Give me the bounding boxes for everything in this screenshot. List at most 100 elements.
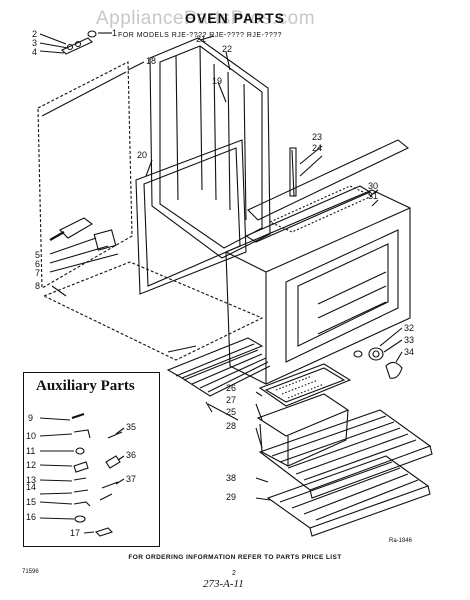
callout-31: 31 xyxy=(368,191,378,201)
callout-14: 14 xyxy=(26,482,36,492)
leader-line xyxy=(115,478,125,485)
callout-11: 11 xyxy=(26,446,35,456)
leader-line xyxy=(39,33,67,45)
callout-30: 30 xyxy=(368,181,378,191)
callout-26: 26 xyxy=(226,383,236,393)
callout-20: 20 xyxy=(137,150,147,160)
leader-line xyxy=(39,517,75,520)
callout-4: 4 xyxy=(32,47,37,57)
leader-line xyxy=(199,35,215,41)
leader-line xyxy=(39,50,65,54)
leader-line xyxy=(49,237,97,255)
leader-line xyxy=(83,531,95,534)
leader-line xyxy=(371,199,379,207)
clip-part xyxy=(87,30,97,38)
leader-line xyxy=(39,464,73,467)
callout-36: 36 xyxy=(126,450,136,460)
callout-13: 13 xyxy=(26,475,36,485)
leader-line xyxy=(39,479,73,482)
callout-6: 6 xyxy=(35,259,40,269)
leader-line xyxy=(255,403,263,421)
callout-18: 18 xyxy=(146,56,156,66)
handwritten-note: 273-A-11 xyxy=(203,578,244,590)
leader-line xyxy=(369,189,379,197)
auxiliary-parts-title: Auxiliary Parts xyxy=(36,378,135,394)
oven-top-plate xyxy=(244,185,372,243)
page-number: 2 xyxy=(232,570,236,577)
callout-23: 23 xyxy=(312,132,322,142)
callout-24: 24 xyxy=(312,143,322,153)
callout-15: 15 xyxy=(26,497,36,507)
callout-labels: 1 2 3 4 5 6 7 8 9 10 11 12 13 14 15 16 1… xyxy=(26,28,414,538)
callout-33: 33 xyxy=(404,335,414,345)
bake-element xyxy=(166,337,271,397)
leader-line xyxy=(115,427,125,435)
callout-17: 17 xyxy=(70,528,80,538)
callout-35: 35 xyxy=(126,422,136,432)
callout-5: 5 xyxy=(35,250,40,260)
leader-line xyxy=(255,497,271,501)
callout-37: 37 xyxy=(126,474,136,484)
callout-16: 16 xyxy=(26,512,36,522)
oven-frame xyxy=(149,35,271,259)
terminal-block xyxy=(49,217,119,273)
leader-line xyxy=(299,155,323,177)
leader-line xyxy=(255,477,269,483)
leader-line xyxy=(39,501,73,505)
callout-1: 1 xyxy=(112,28,117,38)
leader-line xyxy=(117,455,125,461)
leader-line xyxy=(225,51,231,71)
broiler-pan xyxy=(255,363,352,467)
callout-10: 10 xyxy=(26,431,36,441)
back-panel xyxy=(37,61,145,289)
callout-27: 27 xyxy=(226,395,236,405)
lower-rack xyxy=(255,455,431,537)
screw-head xyxy=(74,40,82,48)
leader-line xyxy=(207,403,239,421)
leader-line xyxy=(39,42,69,49)
callout-9: 9 xyxy=(28,413,33,423)
ordering-footer: FOR ORDERING INFORMATION REFER TO PARTS … xyxy=(128,554,342,561)
leader-line xyxy=(379,327,403,347)
callout-21: 21 xyxy=(196,34,206,44)
callout-38: 38 xyxy=(226,473,236,483)
document-code: 71596 xyxy=(22,569,39,575)
leader-line xyxy=(299,145,323,165)
callout-7: 7 xyxy=(35,268,40,278)
floor-panel xyxy=(42,261,264,361)
callout-2: 2 xyxy=(32,29,37,39)
leader-line xyxy=(39,492,73,495)
callout-25: 25 xyxy=(226,407,236,417)
drawing-code: Ra-1846 xyxy=(389,538,413,544)
leader-line xyxy=(51,285,67,297)
element-bracket xyxy=(205,401,213,413)
leader-line xyxy=(39,433,73,437)
page-title: OVEN PARTS xyxy=(185,10,285,26)
auxiliary-parts-drawings xyxy=(39,413,125,537)
oven-rack xyxy=(255,409,433,499)
callout-32: 32 xyxy=(404,323,414,333)
top-screws-group xyxy=(39,30,112,55)
leader-line xyxy=(39,417,71,421)
hinge-rail xyxy=(247,139,410,221)
callout-34: 34 xyxy=(404,347,414,357)
leader-line xyxy=(49,245,109,264)
callout-12: 12 xyxy=(26,460,36,470)
callout-19: 19 xyxy=(212,76,222,86)
leader-line xyxy=(383,339,403,353)
leader-line xyxy=(145,159,153,177)
auxiliary-parts-box xyxy=(23,372,160,547)
callout-28: 28 xyxy=(226,421,236,431)
callout-8: 8 xyxy=(35,281,40,291)
callout-22: 22 xyxy=(222,44,232,54)
oven-cavity xyxy=(225,185,411,385)
callout-3: 3 xyxy=(32,38,37,48)
screw-head xyxy=(66,43,74,51)
leader-line xyxy=(217,81,227,103)
oven-lamp-assembly xyxy=(353,327,403,379)
leader-line xyxy=(395,351,403,363)
watermark: AppliancePartsPros.com xyxy=(96,8,316,29)
leader-line xyxy=(255,427,263,449)
